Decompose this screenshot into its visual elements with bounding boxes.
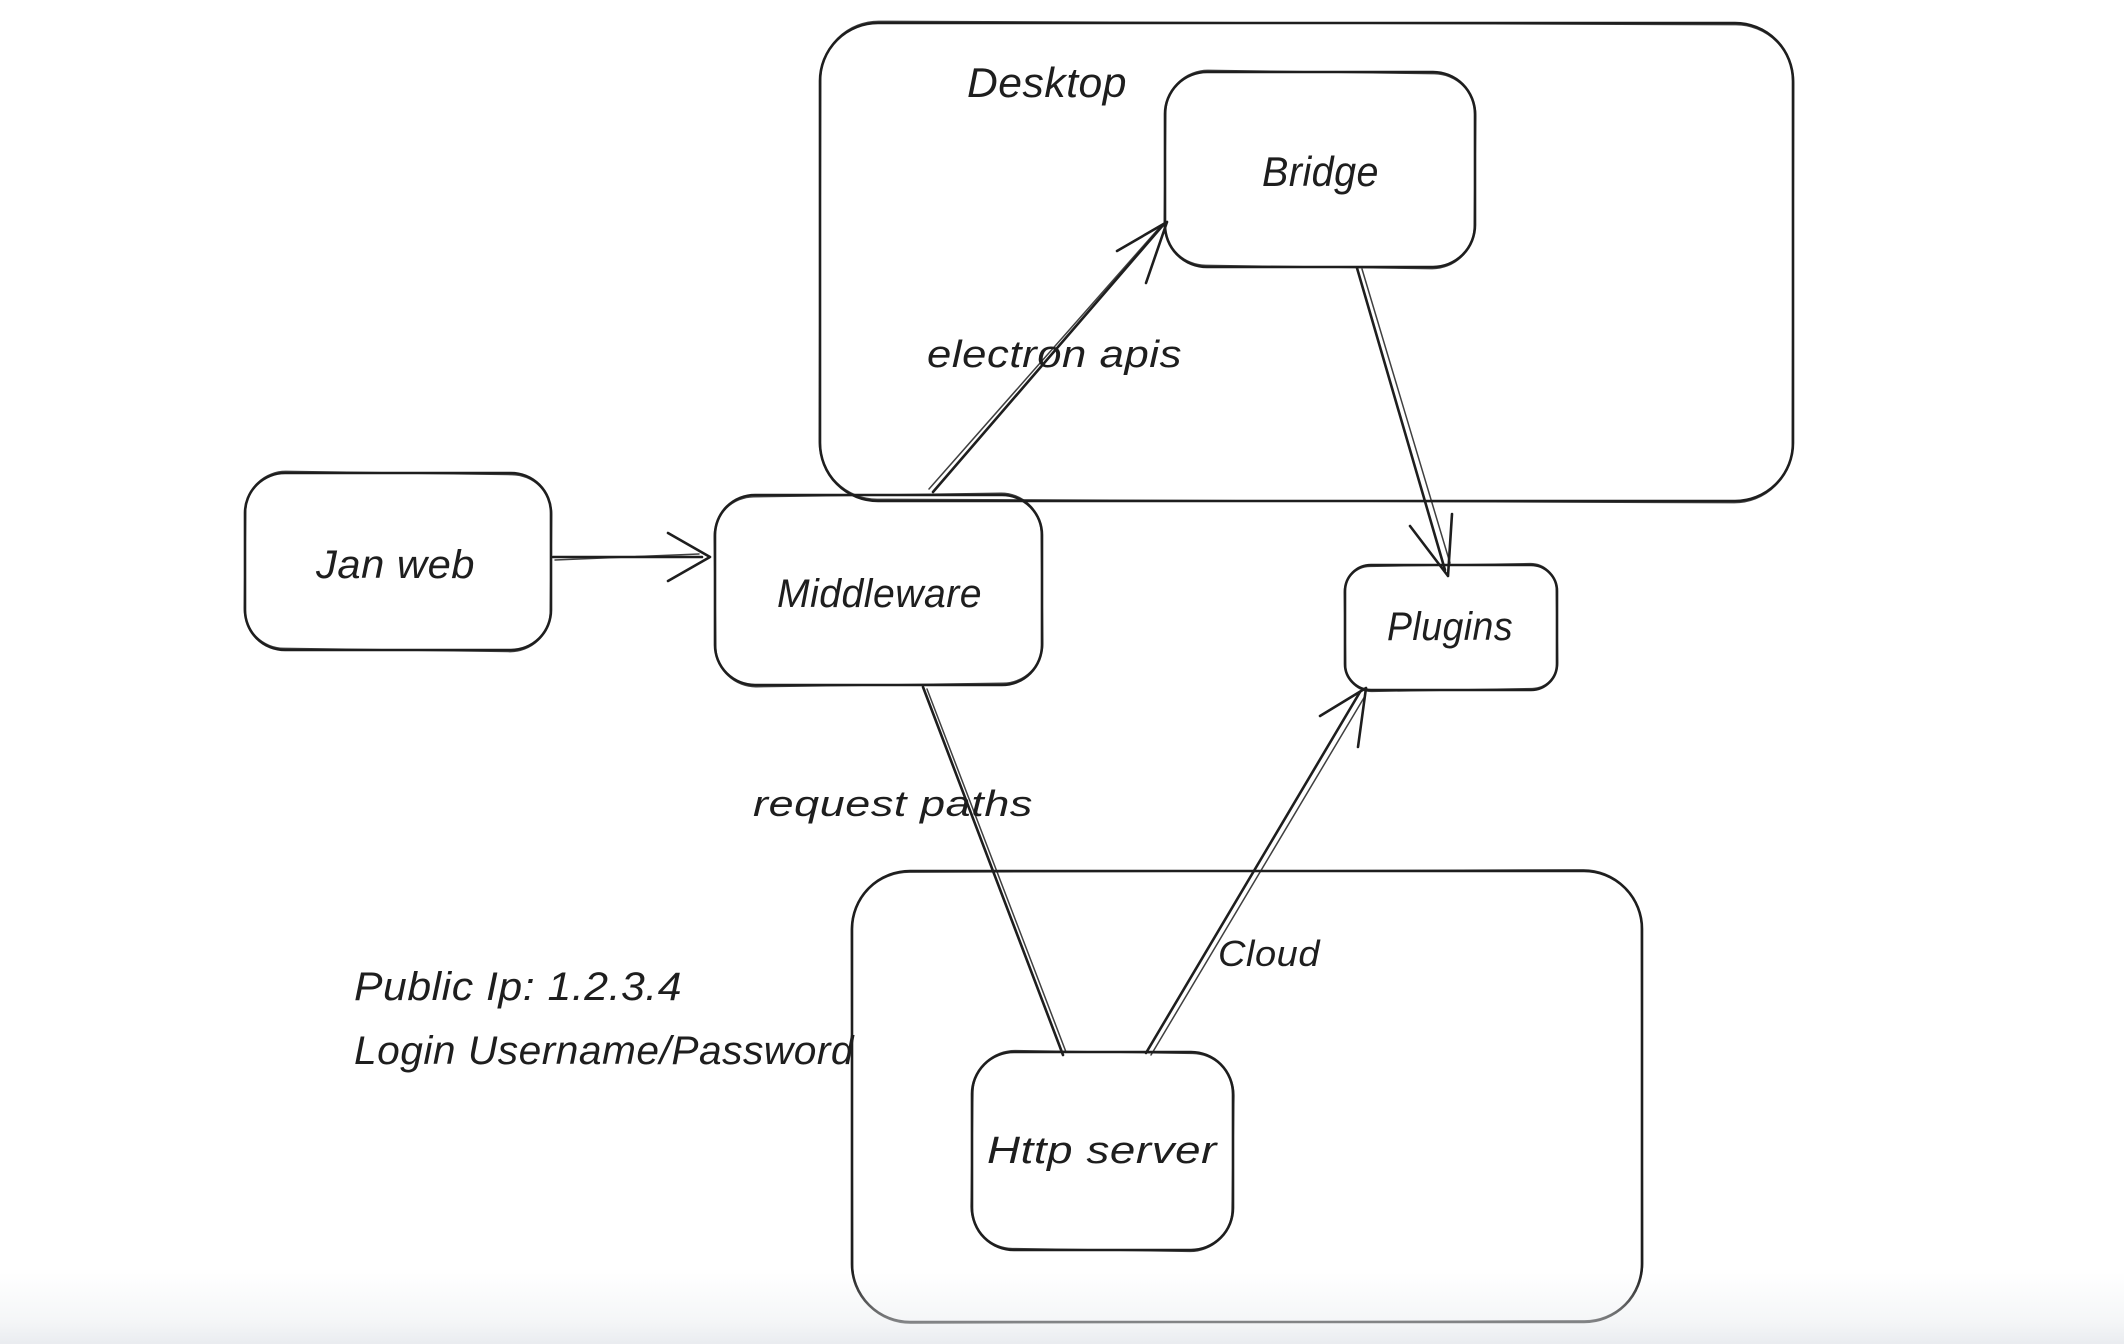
desktop-label[interactable]: Desktop [967,59,1127,106]
edge-middleware-bridge-line-sketch [928,226,1161,490]
desktop-container-box-sketch [818,20,1795,504]
annotation-login[interactable]: Login Username/Password [354,1029,855,1073]
edge-label-request-paths[interactable]: request paths [753,783,1033,824]
edge-httpserver-plugins-line[interactable] [1144,690,1362,1055]
middleware-box-sketch [713,492,1044,688]
node-middleware[interactable] [713,492,1044,688]
middleware-label[interactable]: Middleware [777,572,982,616]
cloud-label[interactable]: Cloud [1218,933,1321,974]
desktop-container-box[interactable] [818,21,1795,503]
container-desktop[interactable] [818,20,1795,504]
edge-httpserver-plugins[interactable] [1144,686,1368,1056]
annotation-public-ip[interactable]: Public Ip: 1.2.3.4 [354,965,682,1009]
edge-httpserver-plugins-line-sketch [1150,695,1366,1056]
node-bridge[interactable] [1163,69,1477,270]
jan-web-box-sketch [243,470,553,653]
node-http-server[interactable] [970,1049,1235,1253]
canvas-bottom-fade [0,1272,2124,1344]
jan-web-label[interactable]: Jan web [315,543,475,587]
arrowhead-into-middleware-icon [666,531,712,583]
bridge-box-sketch [1163,69,1477,270]
bridge-label[interactable]: Bridge [1262,148,1379,195]
edge-label-electron-apis[interactable]: electron apis [927,334,1182,376]
http-server-label[interactable]: Http server [987,1130,1218,1172]
plugins-box-sketch [1343,562,1559,693]
edge-bridge-plugins-line-sketch [1361,268,1451,564]
node-jan-web[interactable] [243,470,553,653]
edge-middleware-httpserver-line[interactable] [921,685,1065,1057]
edge-middleware-bridge[interactable] [928,220,1169,494]
http-server-box-sketch [970,1049,1235,1253]
plugins-label[interactable]: Plugins [1387,605,1513,649]
edge-middleware-httpserver[interactable] [921,685,1067,1057]
arrowhead-into-bridge-icon [1115,220,1169,285]
edge-middleware-httpserver-line-sketch [926,688,1067,1053]
edge-middleware-bridge-line[interactable] [931,222,1166,494]
node-plugins[interactable] [1343,562,1559,693]
edge-janweb-middleware-line-sketch [554,553,700,561]
edge-bridge-plugins[interactable] [1355,266,1454,578]
edge-bridge-plugins-line[interactable] [1355,266,1447,572]
edge-janweb-middleware[interactable] [551,531,712,583]
arrowhead-into-plugins-bottom-icon [1318,686,1368,749]
